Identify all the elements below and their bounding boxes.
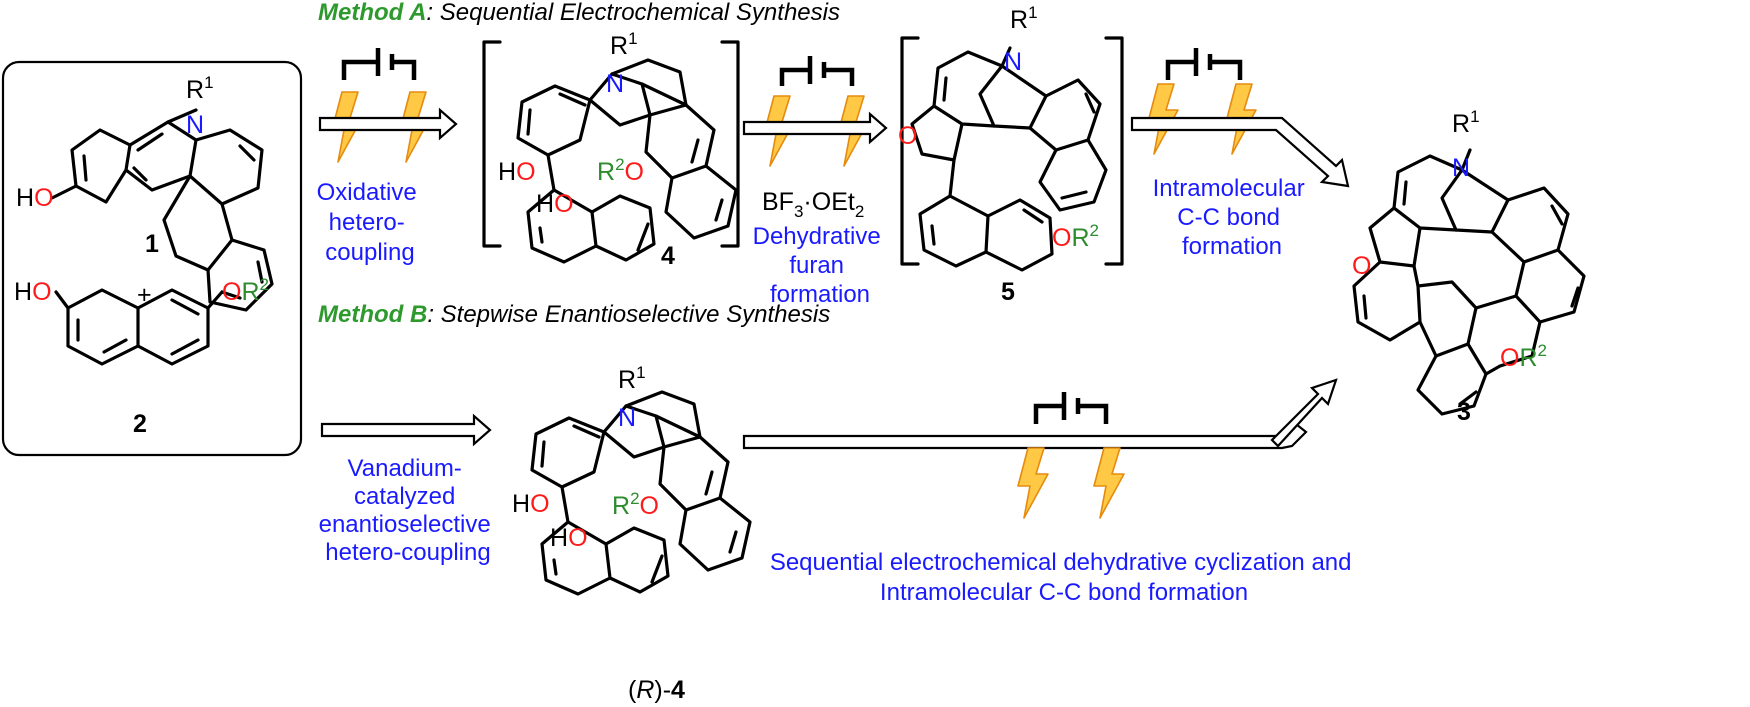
- right-bracket-5: [1104, 36, 1124, 266]
- compound-r4-hydroxyl-2: HO: [550, 524, 588, 552]
- open-arrow-icon: [320, 413, 492, 447]
- lightning-bolt-icon: [1093, 447, 1125, 519]
- compound-2-or2-group: OR2: [222, 275, 269, 306]
- compound-5-number: 5: [1001, 278, 1015, 306]
- step2-reagent: BF3·OEt2: [762, 188, 864, 221]
- compound-r4-n-atom: N: [618, 404, 636, 432]
- compound-2-number: 2: [133, 410, 147, 438]
- open-arrow-icon: [742, 422, 1308, 450]
- battery-icon: [779, 56, 855, 86]
- compound-3-structure: [1352, 148, 1586, 416]
- step2-electrochem: [742, 56, 888, 167]
- compound-5-furan-o: O: [898, 122, 917, 150]
- step-b2-label: Sequential electrochemical dehydrative c…: [770, 549, 1358, 606]
- compound-1-number: 1: [145, 230, 159, 258]
- compound-r4-r2o-group: R2O: [612, 489, 659, 520]
- compound-3-n-atom: N: [1452, 154, 1470, 182]
- compound-4-n-atom: N: [606, 70, 624, 98]
- open-arrow-icon: [742, 111, 888, 145]
- right-bracket-4: [720, 40, 740, 248]
- step2-label: Dehydrative furan formation: [753, 223, 888, 308]
- compound-4-r2o-group: R2O: [597, 155, 644, 186]
- compound-3-furan-o: O: [1352, 252, 1371, 280]
- step3-electrochem: [1130, 48, 1350, 188]
- compound-1-r1-label: R1: [186, 73, 214, 104]
- battery-icon: [1033, 392, 1109, 424]
- compound-4-hydroxyl-2: HO: [536, 190, 574, 218]
- left-bracket-4: [482, 40, 502, 248]
- step-b1-label: Vanadium- catalyzed enantioselective het…: [319, 455, 498, 566]
- step1-electrochem: [318, 48, 458, 163]
- compound-5-or2-group: OR2: [1052, 221, 1099, 252]
- compound-3-r1-label: R1: [1452, 107, 1480, 138]
- compound-3-number: 3: [1457, 398, 1471, 426]
- compound-2-structure: [54, 288, 224, 366]
- left-bracket-5: [900, 36, 920, 266]
- compound-r4-hydroxyl-1: HO: [512, 490, 550, 518]
- compound-4-r1-label: R1: [610, 29, 638, 60]
- method-a-title: Method A: Sequential Electrochemical Syn…: [318, 0, 840, 26]
- compound-4-number: 4: [661, 242, 675, 270]
- compound-1-n-atom: N: [186, 111, 204, 139]
- compound-r4-r1-label: R1: [618, 363, 646, 394]
- lightning-bolt-icon: [1017, 447, 1049, 519]
- compound-1-hydroxyl: HO: [16, 184, 54, 212]
- compound-5-r1-label: R1: [1010, 3, 1038, 34]
- compound-3-or2-group: OR2: [1500, 341, 1547, 372]
- starting-materials-box: [1, 60, 303, 457]
- open-arrow-icon: [1270, 378, 1338, 448]
- open-arrow-icon: [318, 107, 458, 141]
- compound-5-structure: [910, 46, 1108, 272]
- step3-label: Intramolecular C-C bond formation: [1153, 175, 1312, 260]
- step-b2-electrochem: [742, 378, 1338, 519]
- step1-label: Oxidative hetero- coupling: [317, 179, 424, 266]
- battery-icon: [341, 48, 417, 80]
- open-arrow-icon: [1130, 116, 1350, 188]
- compound-2-hydroxyl: HO: [14, 278, 52, 306]
- method-b-title: Method B: Stepwise Enantioselective Synt…: [318, 301, 830, 328]
- compound-1-structure: [50, 108, 274, 312]
- compound-4-hydroxyl-1: HO: [498, 158, 536, 186]
- compound-5-n-atom: N: [1004, 48, 1022, 76]
- battery-icon: [1165, 48, 1243, 80]
- compound-r4-number: (R)-4: [628, 676, 685, 704]
